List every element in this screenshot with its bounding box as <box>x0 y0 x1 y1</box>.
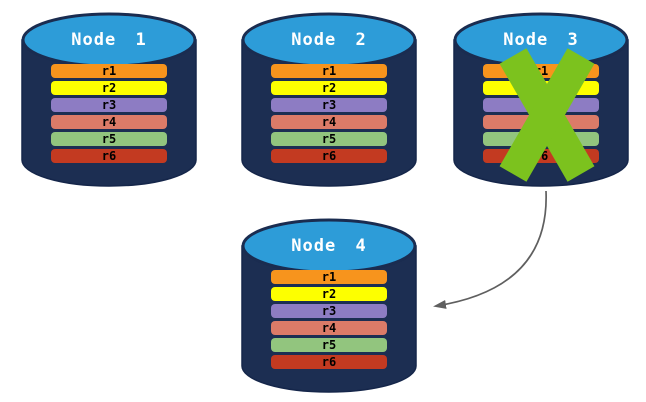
node-3: Node 3 r1 r2 r3 r4 r5 r6 <box>452 7 630 193</box>
record-r5: r5 <box>51 132 167 146</box>
node-2-records: r1 r2 r3 r4 r5 r6 <box>271 64 387 166</box>
node-4-records: r1 r2 r3 r4 r5 r6 <box>271 270 387 372</box>
record-r2: r2 <box>271 81 387 95</box>
node-4-label: Node 4 <box>291 236 367 256</box>
node-3-label: Node 3 <box>503 30 579 50</box>
record-r5: r5 <box>271 338 387 352</box>
failover-arrow-path <box>433 190 547 309</box>
record-r3: r3 <box>51 98 167 112</box>
record-r1: r1 <box>271 270 387 284</box>
record-r6: r6 <box>51 149 167 163</box>
record-r3: r3 <box>271 304 387 318</box>
record-r5: r5 <box>271 132 387 146</box>
record-r6: r6 <box>271 355 387 369</box>
record-r1: r1 <box>51 64 167 78</box>
record-r4: r4 <box>271 321 387 335</box>
record-r2: r2 <box>51 81 167 95</box>
node-2-label: Node 2 <box>291 30 367 50</box>
record-r4: r4 <box>271 115 387 129</box>
node-1: Node 1 r1 r2 r3 r4 r5 r6 <box>20 7 198 193</box>
record-r4: r4 <box>51 115 167 129</box>
node-4: Node 4 r1 r2 r3 r4 r5 r6 <box>240 213 418 399</box>
node-1-records: r1 r2 r3 r4 r5 r6 <box>51 64 167 166</box>
record-r1: r1 <box>271 64 387 78</box>
record-r2: r2 <box>271 287 387 301</box>
record-r6: r6 <box>271 149 387 163</box>
failure-x-icon <box>499 48 595 182</box>
x-stroke <box>499 48 595 182</box>
node-2: Node 2 r1 r2 r3 r4 r5 r6 <box>240 7 418 193</box>
node-1-label: Node 1 <box>71 30 147 50</box>
record-r3: r3 <box>271 98 387 112</box>
